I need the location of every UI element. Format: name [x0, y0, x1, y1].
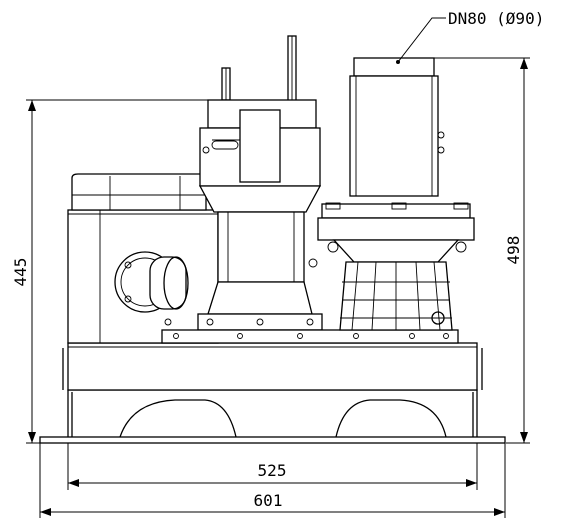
dimension-525-label: 525: [258, 461, 287, 480]
dimension-498-label: 498: [504, 236, 523, 265]
dimension-601-label: 601: [254, 491, 283, 510]
outlet-leader: [396, 17, 446, 64]
dimension-601: [39, 443, 506, 518]
control-box: [67, 173, 219, 344]
pump-motor: [161, 35, 459, 344]
outlet-label: DN80 (Ø90): [448, 9, 544, 28]
dimension-445-label: 445: [11, 258, 30, 287]
dimension-525: [67, 443, 478, 490]
tank-body: [62, 342, 483, 391]
base-frame: [39, 389, 506, 444]
discharge-assembly: [308, 57, 475, 331]
dimension-498: [434, 57, 530, 444]
dimension-445: [26, 99, 208, 444]
